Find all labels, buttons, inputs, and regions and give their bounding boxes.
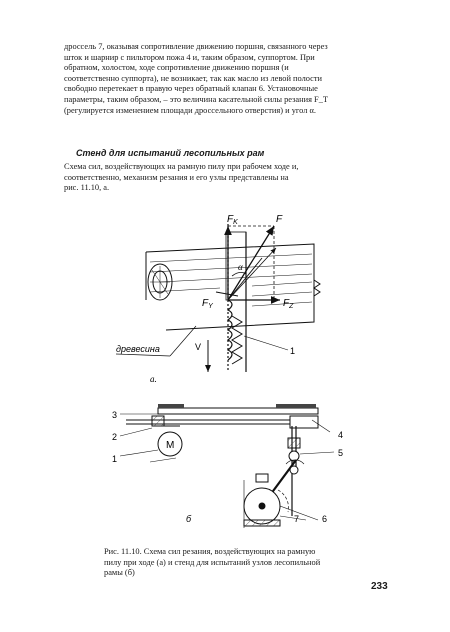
text-line: соответственно, механизм резания и его у… — [64, 172, 289, 182]
label-fy: FY — [202, 298, 214, 310]
label-1b: 1 — [112, 454, 117, 464]
label-6: 6 — [322, 514, 327, 524]
label-a: а. — [150, 374, 157, 384]
text-line: шток и шарнир с пильтором пожа 4 и, таки… — [64, 52, 315, 62]
text-line: Схема сил, воздействующих на рамную пилу… — [64, 162, 299, 171]
label-4: 4 — [338, 430, 343, 440]
tooth-profile — [231, 315, 289, 365]
label-1: 1 — [290, 346, 295, 356]
label-v: V — [195, 342, 201, 352]
figure-b — [119, 404, 335, 528]
label-motor: M — [166, 440, 174, 451]
label-5: 5 — [338, 448, 343, 458]
section-heading: Стенд для испытаний лесопильных рам — [76, 148, 265, 158]
wood-beam — [145, 243, 321, 331]
text-line: соответственно суппорта), не возникает, … — [64, 73, 323, 83]
text-line: рис. 11.10, а. — [64, 183, 110, 193]
label-alpha: α — [238, 262, 243, 272]
caption-line: пилу при ходе (а) и стенд для испытаний … — [104, 557, 321, 567]
paragraph-1: дроссель 7, оказывая сопротивление движе… — [64, 42, 394, 116]
label-fk: FK — [227, 214, 238, 226]
text-line: (регулируется изменением площади дроссел… — [64, 105, 316, 115]
label-wood: древесина — [116, 344, 160, 354]
label-7: 7 — [294, 514, 299, 524]
figure-caption: Рис. 11.10. Схема сил резания, воздейств… — [104, 547, 344, 579]
text-line: параметры, таким образом, – это величина… — [64, 94, 329, 104]
caption-line: Рис. 11.10. Схема сил резания, воздейств… — [104, 547, 316, 556]
label-f: F — [276, 214, 283, 225]
force-vectors — [169, 225, 280, 372]
label-3: 3 — [112, 410, 117, 420]
figure-a: FK F α FY FZ V 1 древесина а. — [115, 214, 321, 384]
paragraph-2: Схема сил, воздействующих на рамную пилу… — [64, 162, 394, 194]
label-fz: FZ — [283, 298, 294, 310]
page-number: 233 — [371, 581, 388, 592]
text-line: обратном, холостом, ходе сопротивление д… — [64, 63, 289, 73]
text-line: дроссель 7, оказывая сопротивление движе… — [64, 42, 328, 51]
caption-line: рамы (б) — [104, 568, 135, 578]
label-2: 2 — [112, 432, 117, 442]
figure-b-labels: 3 2 1 M 4 5 6 7 б — [112, 410, 343, 524]
text-line: свободно перетекает в правую через обрат… — [64, 84, 318, 94]
label-b: б — [186, 514, 192, 524]
